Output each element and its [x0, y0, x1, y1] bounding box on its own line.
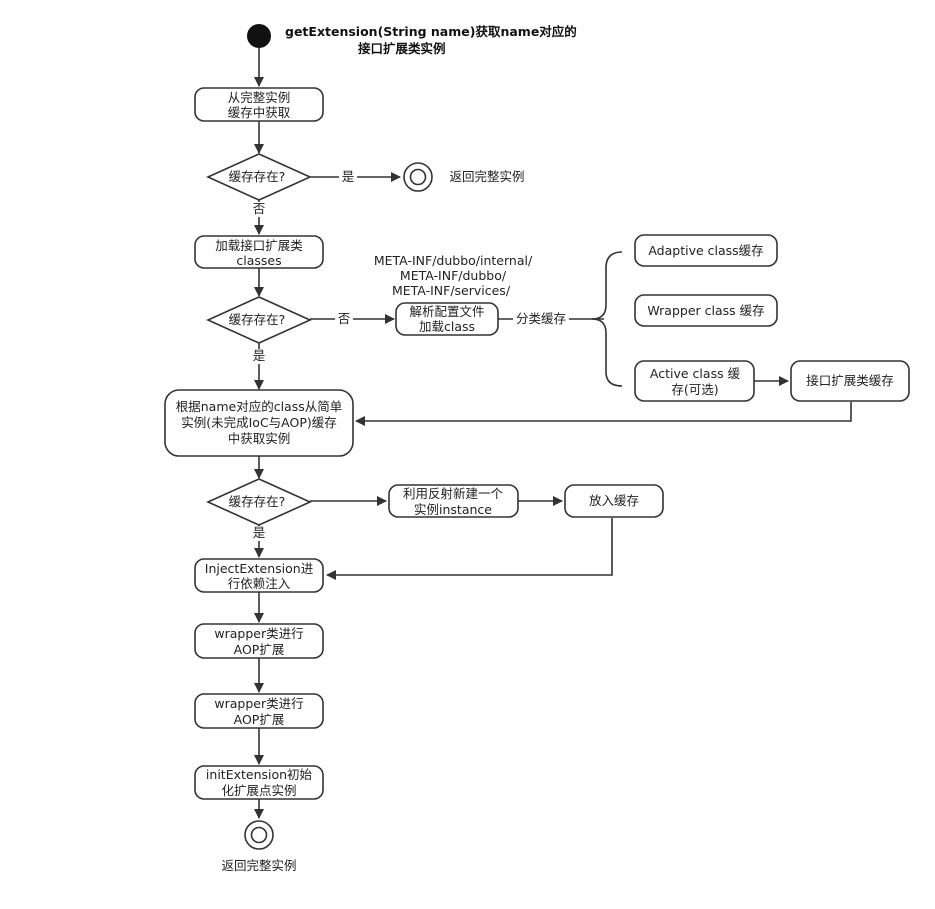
node-label: Active class 缓 [650, 366, 741, 381]
node-wrapper-aop-2: wrapper类进行 AOP扩展 [194, 693, 324, 729]
node-wrapper-cache: Wrapper class 缓存 [634, 294, 778, 327]
decision-label: 缓存存在? [229, 312, 286, 327]
node-label: 行依赖注入 [228, 576, 291, 591]
edge-label-yes-3: 是 [253, 525, 266, 540]
node-adaptive-cache: Adaptive class缓存 [634, 234, 778, 267]
config-path: META-INF/services/ [392, 283, 511, 298]
edge-label-classify-cache: 分类缓存 [516, 311, 566, 326]
node-label: classes [236, 253, 281, 268]
return-complete-label-2: 返回完整实例 [221, 858, 296, 873]
decision-cache-exists-3: 缓存存在? [206, 478, 312, 526]
edge-label-yes-2: 是 [253, 348, 266, 363]
node-label: 解析配置文件 [409, 304, 484, 319]
node-label: 化扩展点实例 [221, 783, 296, 798]
config-path: META-INF/dubbo/ [400, 268, 507, 283]
decision-label: 缓存存在? [229, 169, 286, 184]
node-label: 实例instance [414, 502, 492, 517]
classify-brace [591, 251, 623, 387]
node-label: AOP扩展 [234, 712, 285, 727]
title-line-2: 接口扩展类实例 [358, 41, 446, 56]
node-label: Adaptive class缓存 [648, 243, 763, 258]
node-label: 利用反射新建一个 [403, 486, 504, 501]
title-line-1: getExtension(String name)获取name对应的 [285, 24, 577, 39]
node-label: InjectExtension进 [205, 561, 314, 576]
node-wrapper-aop-1: wrapper类进行 AOP扩展 [194, 623, 324, 659]
node-label: AOP扩展 [234, 642, 285, 657]
node-init-extension: initExtension初始 化扩展点实例 [194, 765, 324, 800]
end-node-return-1 [403, 162, 433, 192]
decision-cache-exists-2: 缓存存在? [206, 296, 312, 344]
node-label: 加载接口扩展类 [215, 238, 303, 253]
node-label: 接口扩展类缓存 [806, 373, 894, 388]
edge-label-no-1: 否 [253, 201, 266, 216]
node-label: 缓存中获取 [228, 105, 291, 120]
node-load-classes: 加载接口扩展类 classes [194, 235, 324, 269]
node-label: initExtension初始 [206, 767, 313, 782]
start-node [247, 24, 271, 48]
node-label: 存(可选) [671, 382, 718, 397]
edge-putcache-to-inject [326, 518, 613, 580]
node-label: wrapper类进行 [214, 696, 303, 711]
node-get-from-complete-cache: 从完整实例 缓存中获取 [194, 87, 324, 122]
node-put-cache: 放入缓存 [564, 484, 664, 518]
config-path: META-INF/dubbo/internal/ [374, 253, 533, 268]
decision-cache-exists-1: 缓存存在? [206, 153, 312, 201]
edge-label-yes-1: 是 [342, 169, 355, 184]
node-inject-extension: InjectExtension进 行依赖注入 [194, 558, 324, 593]
node-parse-config: 解析配置文件 加载class [395, 302, 499, 336]
node-label: 放入缓存 [589, 493, 639, 508]
edge-extcache-to-getsimple [355, 402, 852, 426]
node-active-cache: Active class 缓 存(可选) [634, 360, 755, 402]
node-label: 实例(未完成IoC与AOP)缓存 [181, 415, 337, 430]
config-paths-annotation: META-INF/dubbo/internal/ META-INF/dubbo/… [374, 253, 533, 298]
node-reflect-new: 利用反射新建一个 实例instance [388, 484, 519, 518]
node-label: Wrapper class 缓存 [647, 303, 764, 318]
edge-label-no-2: 否 [338, 311, 351, 326]
node-ext-class-cache: 接口扩展类缓存 [790, 360, 910, 402]
node-label: 根据name对应的class从简单 [176, 399, 342, 414]
end-node-return-2 [244, 820, 274, 850]
decision-label: 缓存存在? [229, 494, 286, 509]
node-label: 中获取实例 [228, 431, 291, 446]
return-complete-label-1: 返回完整实例 [449, 169, 524, 184]
node-label: 加载class [419, 319, 475, 334]
node-label: 从完整实例 [228, 90, 291, 105]
node-get-simple-instance: 根据name对应的class从简单 实例(未完成IoC与AOP)缓存 中获取实例 [164, 389, 354, 457]
node-label: wrapper类进行 [214, 626, 303, 641]
